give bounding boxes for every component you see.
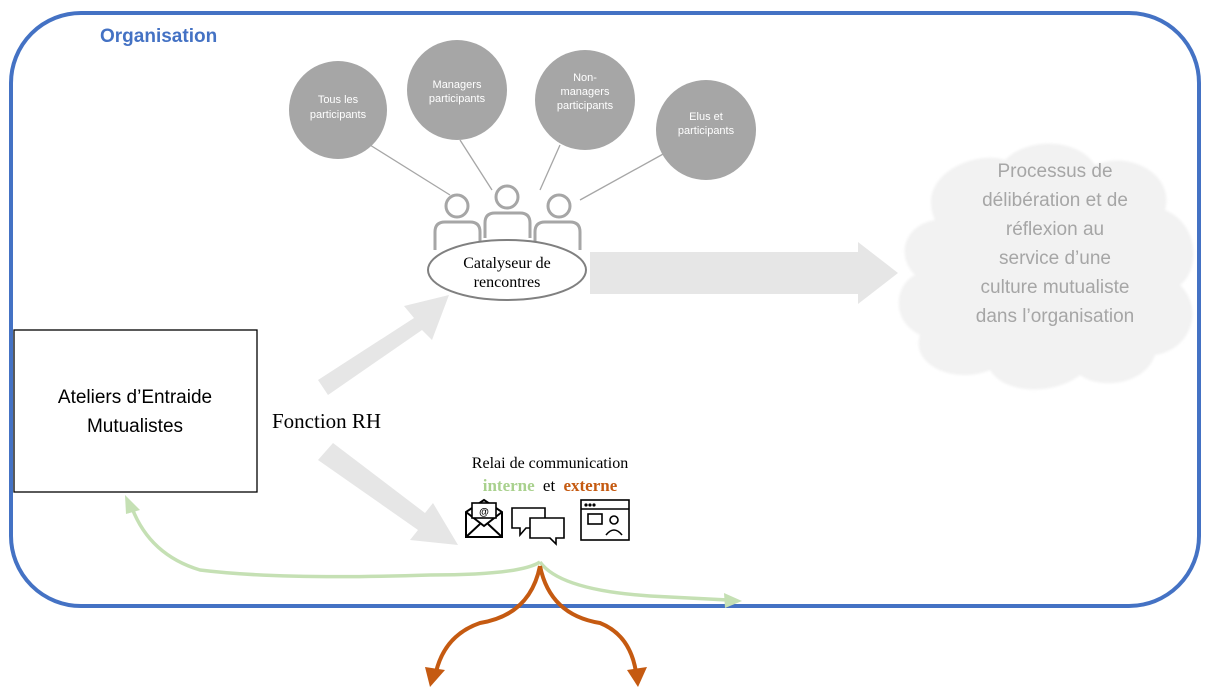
participant-connectors — [369, 139, 666, 201]
catalyst-node: Catalyseur de rencontres — [427, 239, 587, 301]
svg-text:délibération et de: délibération et de — [982, 190, 1128, 211]
interne-arrowhead-right — [724, 593, 742, 608]
email-icon: @ — [465, 498, 503, 538]
people-group-icon — [433, 184, 582, 250]
ateliers-box: Ateliers d’Entraide Mutualistes — [13, 329, 258, 493]
svg-text:Ateliers d’Entraide: Ateliers d’Entraide — [58, 387, 212, 408]
svg-text:rencontres: rencontres — [474, 274, 541, 291]
svg-text:managers: managers — [561, 86, 610, 98]
externe-arrows — [434, 565, 638, 673]
svg-text:service d’une: service d’une — [999, 248, 1111, 269]
video-conference-icon — [580, 499, 630, 541]
svg-text:Elus et: Elus et — [689, 111, 723, 123]
svg-text:dans l’organisation: dans l’organisation — [976, 306, 1134, 327]
arrow-catalyst-to-cloud — [590, 242, 898, 304]
svg-text:culture mutualiste: culture mutualiste — [981, 277, 1130, 298]
svg-text:participants: participants — [310, 109, 367, 121]
svg-text:@: @ — [479, 507, 489, 518]
relai-title: Relai de communication — [472, 455, 628, 472]
relai-externe: externe — [563, 476, 617, 495]
relai-subtitle: interne et externe — [483, 476, 618, 495]
cloud-text: Processus de délibération et de réflexio… — [976, 161, 1134, 327]
interne-arrowhead-left — [125, 495, 140, 514]
organisation-label: Organisation — [100, 26, 217, 47]
externe-arrowhead-left — [425, 667, 445, 687]
svg-text:Catalyseur de: Catalyseur de — [463, 255, 551, 272]
arrow-rh-to-relai — [318, 443, 458, 545]
svg-text:réflexion au: réflexion au — [1006, 219, 1104, 240]
interne-arrows — [130, 507, 729, 602]
relai-et: et — [543, 476, 556, 495]
svg-text:Mutualistes: Mutualistes — [87, 416, 183, 437]
participant-circle-tous: Tous les participants — [289, 61, 387, 159]
svg-text:participants: participants — [429, 93, 486, 105]
deliberation-cloud — [898, 143, 1194, 390]
svg-text:participants: participants — [557, 100, 614, 112]
organisation-frame — [9, 11, 1201, 608]
svg-text:Non-: Non- — [573, 72, 597, 84]
chat-bubbles-icon — [511, 507, 565, 546]
arrow-rh-to-catalyst — [318, 295, 449, 395]
externe-arrowhead-right — [627, 667, 647, 687]
svg-text:participants: participants — [678, 125, 735, 137]
relai-interne: interne — [483, 476, 535, 495]
svg-text:Processus de: Processus de — [997, 161, 1112, 182]
svg-text:Managers: Managers — [433, 79, 482, 91]
fonction-rh-label: Fonction RH — [272, 409, 381, 433]
svg-text:Tous les: Tous les — [318, 94, 359, 106]
participant-circle-non-managers: Non- managers participants — [535, 50, 635, 150]
participant-circle-managers: Managers participants — [407, 40, 507, 140]
participant-circle-elus: Elus et participants — [656, 80, 756, 180]
